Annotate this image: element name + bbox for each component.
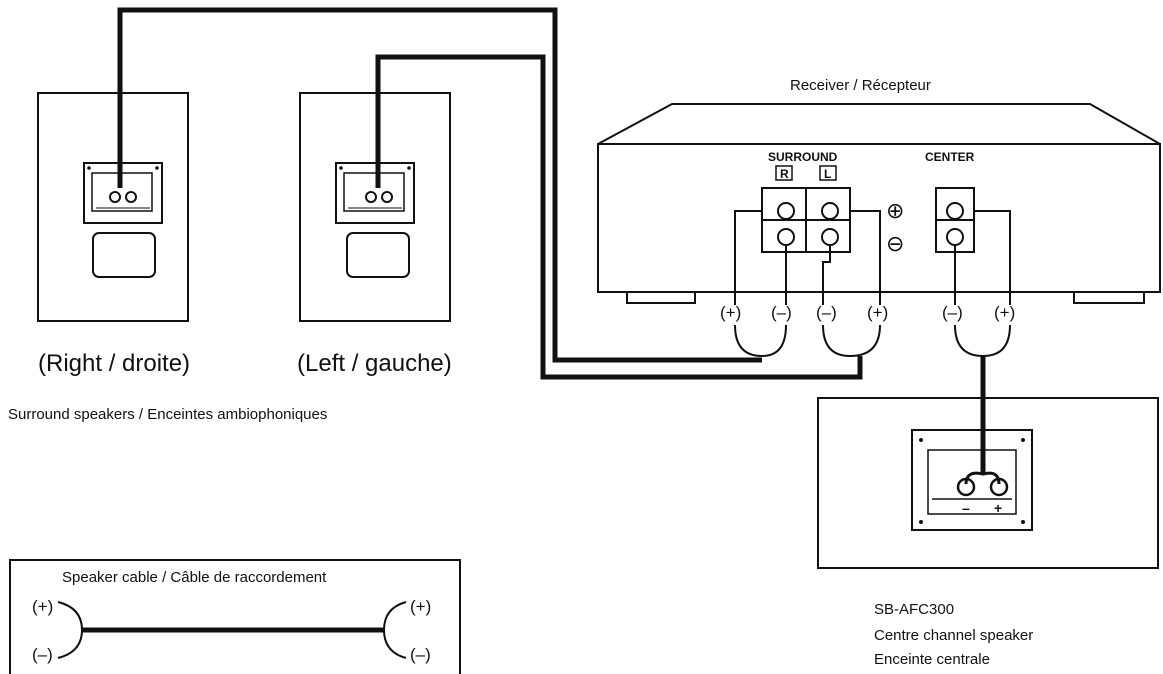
terminal-label-right-minus: (–) <box>771 303 792 322</box>
center-speaker-cabinet <box>817 397 1159 569</box>
receiver: SURROUND CENTER R L ⊕ ⊖ <box>597 103 1161 304</box>
right-speaker-screw <box>155 166 159 170</box>
receiver-top-outline <box>597 103 1161 145</box>
cable-legend-right-fork <box>382 601 407 659</box>
surround-l-badge <box>819 165 837 181</box>
minus-symbol: ⊖ <box>886 231 904 256</box>
surround-l-plus-terminal <box>821 202 839 220</box>
right-speaker-port <box>92 232 156 278</box>
left-speaker-terminal-plus <box>381 191 393 203</box>
left-speaker-port <box>346 232 410 278</box>
cable-legend-title: Speaker cable / Câble de raccordement <box>62 569 327 586</box>
left-speaker-cable <box>375 54 863 380</box>
left-speaker-terminal-inner <box>343 172 405 212</box>
cable-legend-right-minus: (–) <box>410 645 431 664</box>
center-speaker-screw <box>1021 438 1025 442</box>
left-speaker-cabinet <box>299 92 451 322</box>
center-speaker-name-en: Centre channel speaker <box>874 627 1033 644</box>
receiver-foot-left <box>626 291 696 304</box>
surround-speakers-caption: Surround speakers / Enceintes ambiophoni… <box>8 406 327 423</box>
cable-legend-left-fork <box>57 601 84 659</box>
cable-splices <box>734 324 1011 358</box>
right-speaker-terminal-minus <box>109 191 121 203</box>
cable-legend: Speaker cable / Câble de raccordement (+… <box>9 559 461 674</box>
surround-l-badge-text: L <box>824 167 831 181</box>
cable-legend-left-minus: (–) <box>32 645 53 664</box>
surround-l-minus-terminal <box>821 228 839 246</box>
receiver-title: Receiver / Récepteur <box>790 77 931 94</box>
right-speaker-terminal-plus <box>125 191 137 203</box>
center-speaker-terminal-minus <box>956 477 976 497</box>
receiver-terminal-labels: (+) (–) (–) (+) (–) (+) <box>720 303 1015 322</box>
center-speaker-plus-sign: + <box>994 500 1002 516</box>
left-speaker-label: (Left / gauche) <box>297 350 452 377</box>
cable-legend-right-plus: (+) <box>410 597 431 616</box>
center-speaker-terminal-plate <box>911 429 1033 531</box>
receiver-foot-right <box>1073 291 1145 304</box>
center-speaker-terminal-plus <box>989 477 1009 497</box>
surround-r-minus-terminal <box>777 228 795 246</box>
center-speaker-model: SB-AFC300 <box>874 601 954 618</box>
surround-label: SURROUND <box>768 150 838 164</box>
left-surround-speaker <box>299 92 451 322</box>
cable-legend-left-plus: (+) <box>32 597 53 616</box>
center-speaker: – + <box>817 397 1159 569</box>
cable-legend-frame <box>9 559 461 674</box>
center-speaker-screw <box>919 438 923 442</box>
center-speaker-lead <box>964 471 1001 485</box>
left-speaker-screw <box>339 166 343 170</box>
center-speaker-terminal-inner <box>927 449 1017 515</box>
center-speaker-minus-sign: – <box>962 500 970 516</box>
surround-r-badge <box>775 165 793 181</box>
terminal-label-right-plus: (+) <box>720 303 741 322</box>
left-speaker-terminal-plate <box>335 162 415 224</box>
center-speaker-screw <box>919 520 923 524</box>
center-speaker-screw <box>1021 520 1025 524</box>
center-plus-terminal <box>946 202 964 220</box>
right-speaker-screw <box>87 166 91 170</box>
center-minus-terminal <box>946 228 964 246</box>
terminal-label-left-minus: (–) <box>816 303 837 322</box>
center-speaker-name-fr: Enceinte centrale <box>874 651 990 668</box>
left-speaker-terminal-minus <box>365 191 377 203</box>
surround-r-plus-terminal <box>777 202 795 220</box>
right-speaker-cable <box>117 7 762 363</box>
center-label: CENTER <box>925 150 975 164</box>
receiver-leads <box>734 210 1011 305</box>
surround-r-badge-text: R <box>780 167 789 181</box>
plus-symbol: ⊕ <box>886 198 904 223</box>
right-speaker-terminal-plate <box>83 162 163 224</box>
terminal-label-center-plus: (+) <box>994 303 1015 322</box>
speaker-cables <box>117 7 986 474</box>
left-speaker-screw <box>407 166 411 170</box>
terminal-label-left-plus: (+) <box>867 303 888 322</box>
terminal-label-center-minus: (–) <box>942 303 963 322</box>
right-surround-speaker <box>37 92 189 322</box>
right-speaker-label: (Right / droite) <box>38 350 190 377</box>
right-speaker-cabinet <box>37 92 189 322</box>
